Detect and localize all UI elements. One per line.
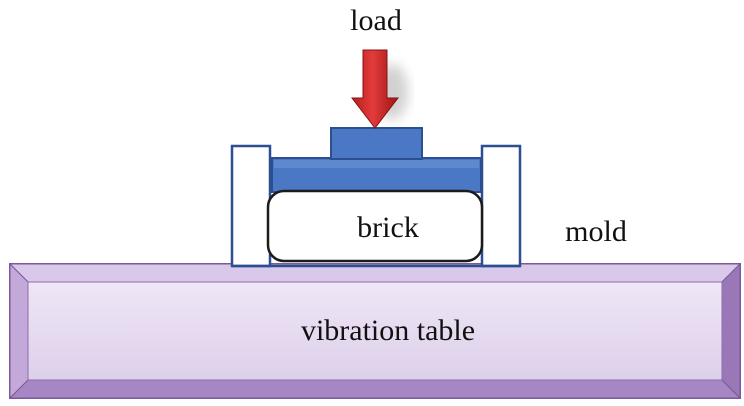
vibration-table-bevel-right [721, 262, 741, 400]
press-top-block [330, 127, 423, 160]
load-arrow-shape [350, 49, 400, 129]
press-plate-highlight [274, 160, 479, 168]
vibration-table-face [27, 281, 723, 381]
vibration-table-label: vibration table [301, 314, 475, 347]
brick: brick [266, 189, 484, 263]
mold [230, 144, 522, 268]
mold-left-wall [230, 144, 272, 268]
brick-label: brick [357, 211, 419, 244]
brick-body [266, 189, 484, 263]
load-arrow [350, 49, 408, 129]
vibration-table: vibration table [8, 262, 742, 400]
vibration-table-bevel-left [9, 262, 29, 400]
mold-label: mold [565, 215, 627, 248]
press-plate [271, 127, 482, 193]
mold-right-wall [480, 144, 522, 268]
load-label: load [350, 4, 402, 37]
vibration-table-bevel-bottom [8, 379, 742, 399]
